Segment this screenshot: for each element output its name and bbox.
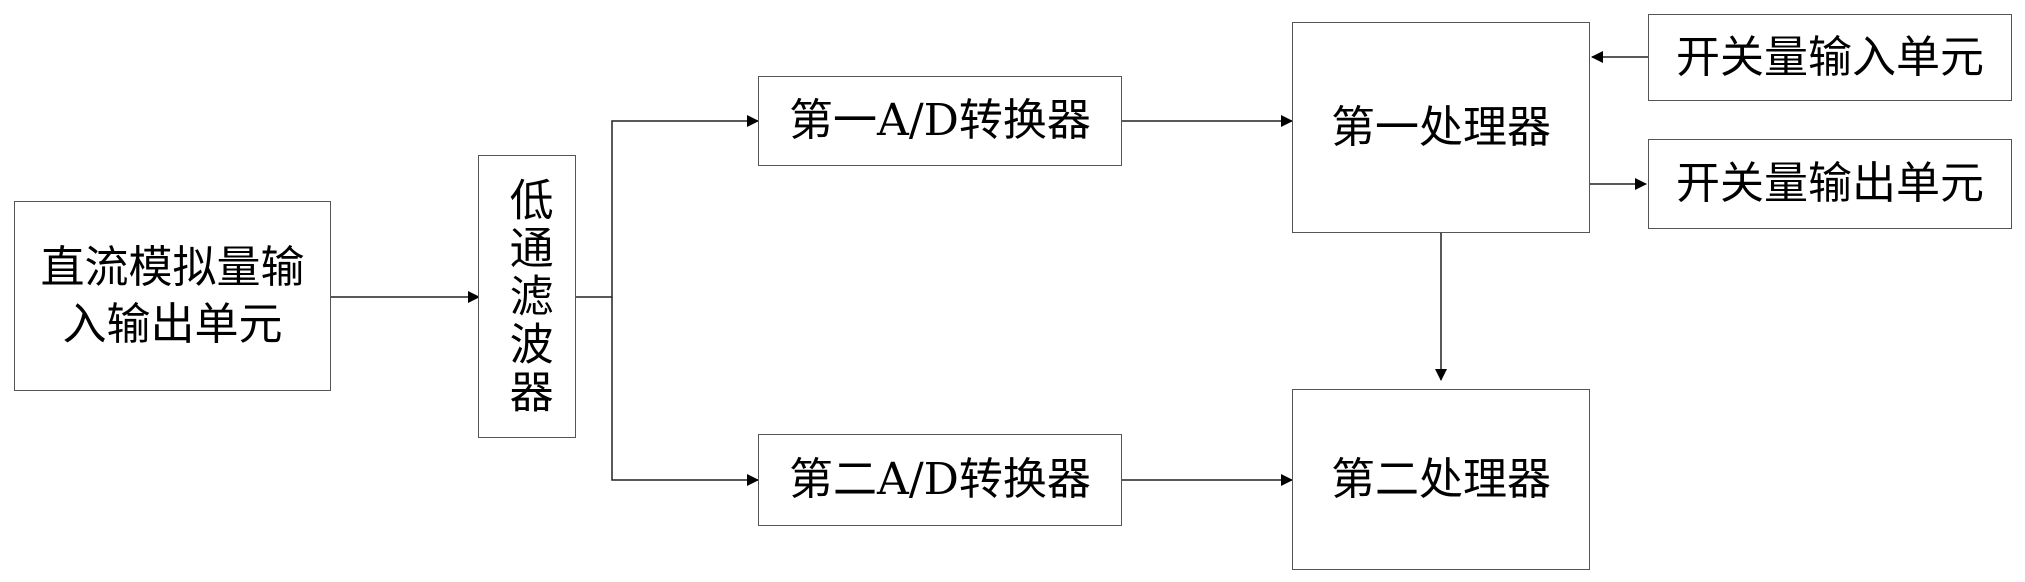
processor1-label: 第一处理器	[1331, 101, 1551, 153]
processor2-box: 第二处理器	[1292, 389, 1590, 570]
dc-analog-io-unit-label: 直流模拟量输入输出单元	[40, 241, 305, 350]
adc1-label: 第一A/D转换器	[789, 95, 1091, 147]
adc2-label: 第二A/D转换器	[789, 454, 1091, 506]
low-pass-filter-label: 低通滤波器	[501, 176, 553, 417]
processor2-label: 第二处理器	[1331, 453, 1551, 505]
switch-output-unit-label: 开关量输出单元	[1676, 158, 1984, 210]
edge-lowpass-to-branch	[576, 115, 759, 298]
switch-input-unit-label: 开关量输入单元	[1676, 31, 1984, 83]
adc1-box: 第一A/D转换器	[758, 76, 1122, 166]
low-pass-filter-box: 低通滤波器	[478, 155, 576, 438]
edge-lowpass-to-adc2	[611, 297, 759, 486]
switch-input-unit-box: 开关量输入单元	[1648, 14, 2012, 101]
switch-output-unit-box: 开关量输出单元	[1648, 139, 2012, 229]
adc2-box: 第二A/D转换器	[758, 434, 1122, 526]
processor1-box: 第一处理器	[1292, 22, 1590, 233]
dc-analog-io-unit-box: 直流模拟量输入输出单元	[14, 201, 331, 391]
